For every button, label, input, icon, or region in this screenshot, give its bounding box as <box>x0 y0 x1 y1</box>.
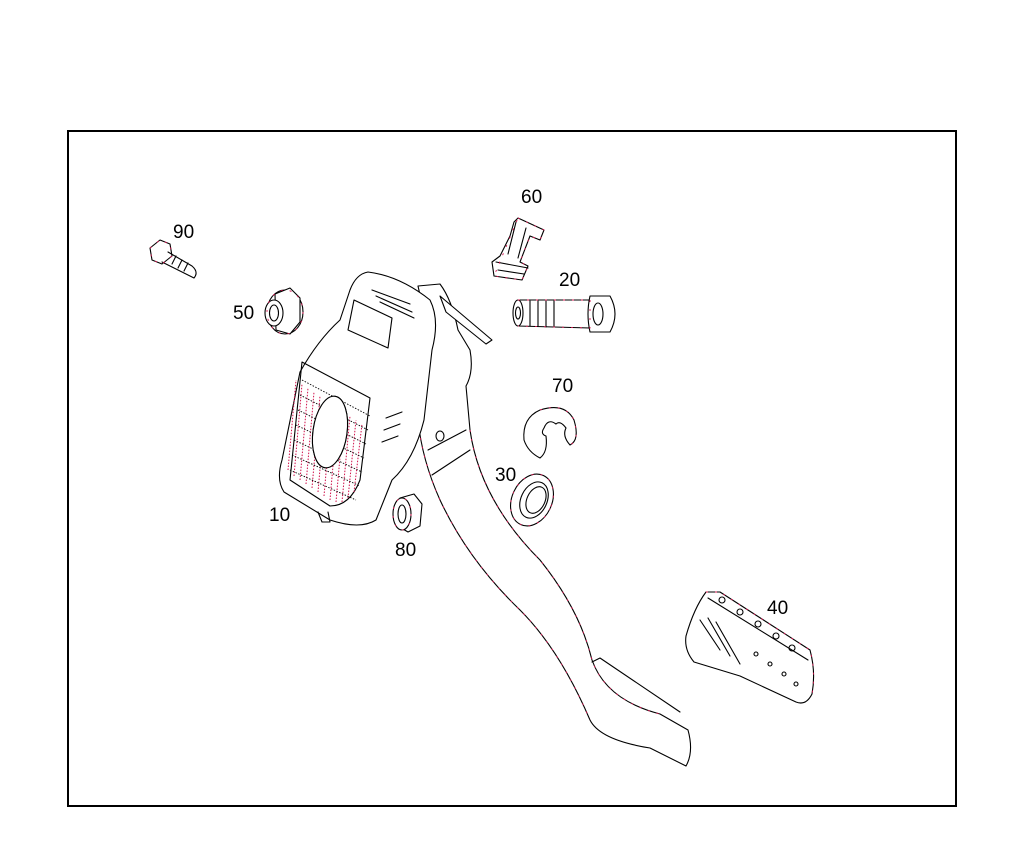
part-label-40[interactable]: 40 <box>767 598 789 619</box>
retaining-clip-70-icon[interactable] <box>523 407 577 459</box>
part-label-20[interactable]: 20 <box>559 270 581 291</box>
pedal-arm[interactable] <box>417 283 692 767</box>
pedal-pad-40-icon[interactable] <box>685 591 815 704</box>
flange-nut-50-icon[interactable] <box>264 287 304 335</box>
part-label-10[interactable]: 10 <box>269 505 291 526</box>
part-label-80[interactable]: 80 <box>395 540 417 561</box>
part-label-70[interactable]: 70 <box>552 376 574 397</box>
part-label-90[interactable]: 90 <box>173 222 195 243</box>
switch-60-icon[interactable] <box>491 217 545 281</box>
bolt-90-icon[interactable] <box>149 239 197 279</box>
bushing-30-icon[interactable] <box>502 467 561 533</box>
pedal-bracket-10-icon[interactable] <box>278 271 437 526</box>
part-label-30[interactable]: 30 <box>495 465 517 486</box>
diagram-frame <box>67 130 957 807</box>
part-label-50[interactable]: 50 <box>233 303 255 324</box>
pivot-pin-20-icon[interactable] <box>512 295 616 333</box>
bushing-80-icon[interactable] <box>392 493 423 533</box>
part-label-60[interactable]: 60 <box>521 187 543 208</box>
